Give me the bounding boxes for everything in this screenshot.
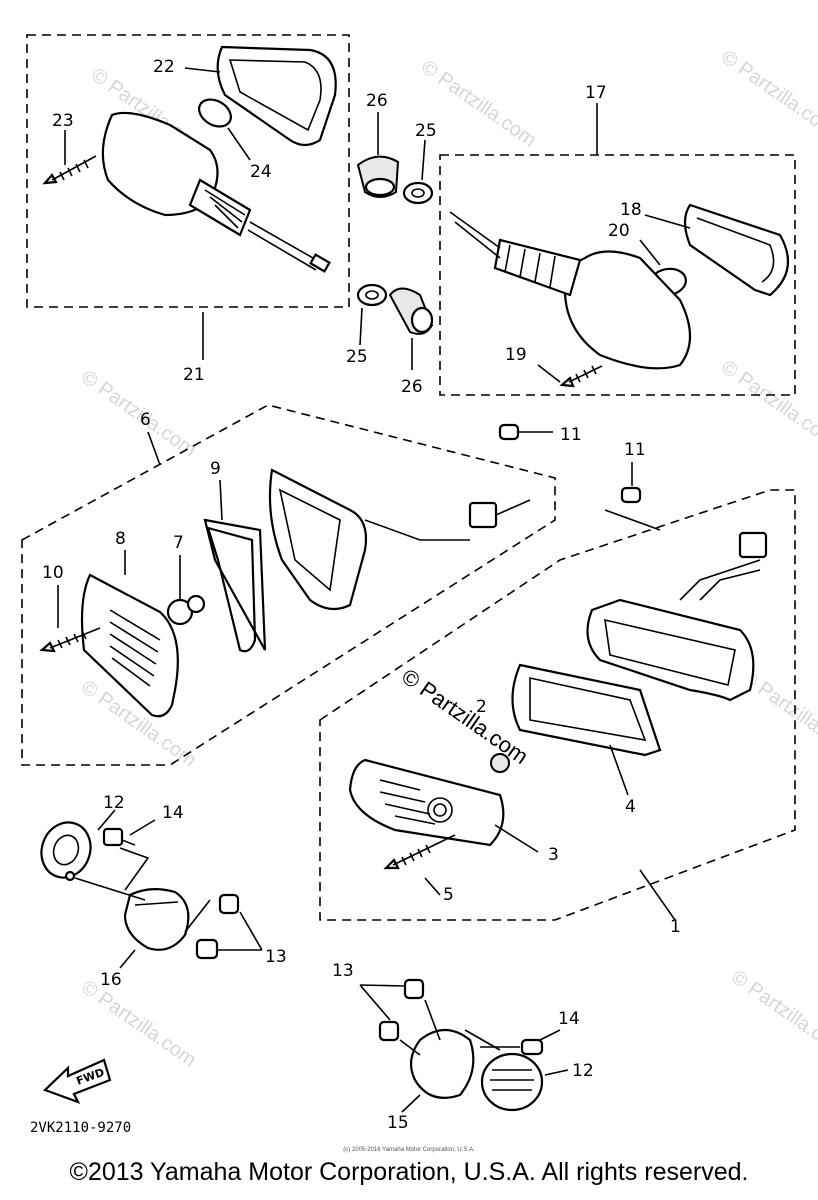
callout-10: 10 — [42, 563, 64, 583]
parts-diagram: © Partzilla.com © Partzilla.com © Partzi… — [21, 34, 818, 1136]
callout-14a: 14 — [162, 803, 184, 823]
lens-pattern — [109, 609, 161, 687]
callout-13a: 13 — [265, 947, 287, 967]
callout-20: 20 — [608, 221, 630, 241]
callout-4: 4 — [625, 797, 636, 817]
reflector-bracket-right — [359, 978, 569, 1113]
copyright-notice: ©2013 Yamaha Motor Corporation, U.S.A. A… — [69, 1158, 749, 1186]
watermark: © Partzilla.com — [717, 46, 818, 141]
lens-pattern — [379, 779, 453, 825]
callout-7: 7 — [173, 533, 184, 553]
turn-signal-assembly-6 — [21, 404, 556, 766]
watermark: © Partzilla.com — [717, 356, 818, 451]
flasher-assembly-17 — [439, 103, 796, 396]
callout-12b: 12 — [572, 1061, 594, 1081]
small-credit: (c) 2005-2016 Yamaha Motor Corporation, … — [343, 1147, 475, 1153]
callout-24: 24 — [250, 162, 272, 182]
callout-23: 23 — [52, 111, 74, 131]
watermark: © Partzilla.com — [727, 966, 818, 1061]
grommets — [356, 112, 434, 370]
watermark: © Partzilla.com — [77, 976, 200, 1071]
callout-8: 8 — [115, 529, 126, 549]
callout-11a: 11 — [560, 425, 582, 445]
callout-17: 17 — [585, 83, 607, 103]
callout-25b: 25 — [346, 347, 368, 367]
turn-signal-assembly-1 — [319, 462, 796, 921]
callout-25a: 25 — [415, 121, 437, 141]
callout-6: 6 — [140, 410, 151, 430]
callout-11b: 11 — [624, 440, 646, 460]
callout-13b: 13 — [332, 961, 354, 981]
callout-16: 16 — [100, 970, 122, 990]
callout-14b: 14 — [558, 1009, 580, 1029]
center-watermark: © Partzilla.com — [397, 664, 533, 770]
callout-5: 5 — [443, 885, 454, 905]
diagram-code: 2VK2110-9270 — [30, 1120, 131, 1136]
callout-2: 2 — [476, 697, 487, 717]
flasher-assembly-21 — [26, 34, 350, 360]
callout-3: 3 — [548, 845, 559, 865]
fwd-arrow-icon: FWD — [42, 1058, 112, 1104]
callout-22: 22 — [153, 57, 175, 77]
callout-9: 9 — [210, 459, 221, 479]
callout-1: 1 — [670, 917, 681, 937]
callout-12a: 12 — [103, 793, 125, 813]
callout-21: 21 — [183, 365, 205, 385]
callout-26a: 26 — [366, 91, 388, 111]
callout-19: 19 — [505, 345, 527, 365]
callout-15: 15 — [387, 1113, 409, 1133]
reflector-pattern — [490, 1069, 534, 1091]
watermark: © Partzilla.com — [77, 366, 200, 461]
callout-26b: 26 — [401, 377, 423, 397]
callouts: 1 2 3 4 5 6 7 8 9 10 11 11 12 12 13 13 1… — [42, 57, 681, 1133]
callout-18: 18 — [620, 200, 642, 220]
reflector-bracket-left — [40, 809, 263, 969]
